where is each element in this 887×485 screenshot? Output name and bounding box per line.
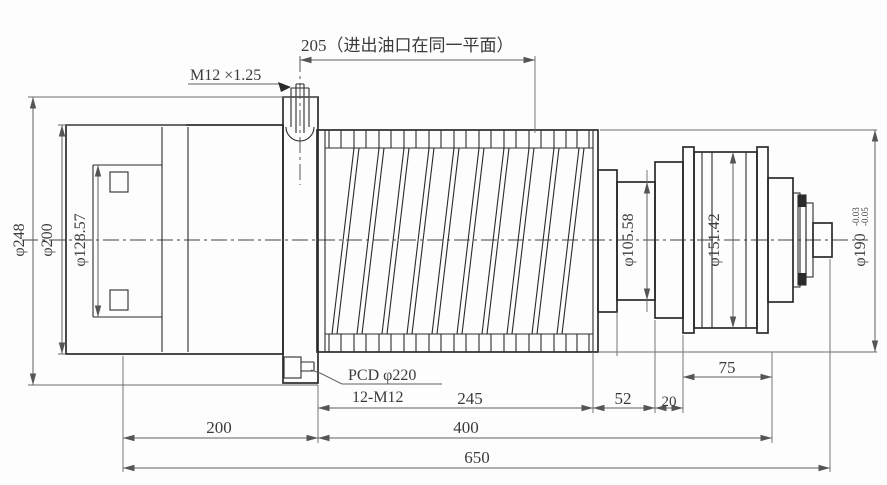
axis-centerline bbox=[22, 56, 868, 241]
oil-port-fitting bbox=[290, 83, 310, 133]
annotations: 205（进出油口在同一平面） M12 ×1.25 φ248 φ200 φ128.… bbox=[11, 36, 870, 467]
dia-190-tol-upper: -0.03 bbox=[851, 207, 861, 226]
dia-190-label: φ190 bbox=[852, 233, 869, 266]
seal-ring-top bbox=[798, 195, 806, 207]
leaders bbox=[188, 82, 442, 385]
dia-151-label: φ151.42 bbox=[706, 213, 723, 266]
shaft-end bbox=[812, 222, 833, 258]
dia-190-label-group: φ190 -0.03 -0.05 bbox=[851, 207, 870, 267]
dia-200-label: φ200 bbox=[39, 223, 56, 256]
dia-248-label: φ248 bbox=[11, 223, 28, 256]
dia-105-label: φ105.58 bbox=[620, 213, 637, 266]
dia-190-tol-lower: -0.05 bbox=[860, 207, 870, 226]
seal-ring-bottom bbox=[798, 273, 806, 285]
helix-lines bbox=[331, 147, 585, 335]
rear-shaft-sections bbox=[597, 146, 833, 334]
thread-leader-arrow bbox=[278, 82, 291, 92]
len-75-label: 75 bbox=[719, 358, 736, 377]
len-200-label: 200 bbox=[206, 418, 232, 437]
len-400-label: 400 bbox=[453, 418, 479, 437]
cooling-jacket bbox=[316, 129, 599, 353]
groove-ribs-bottom bbox=[328, 334, 590, 352]
pcd-callout-label: PCD φ220 bbox=[348, 367, 416, 384]
dia-128-label: φ128.57 bbox=[72, 213, 89, 266]
extension-lines bbox=[28, 56, 877, 472]
thread-callout-label: M12 ×1.25 bbox=[190, 67, 261, 84]
flange-bolt-stud bbox=[283, 356, 315, 379]
groove-ribs-top bbox=[328, 130, 590, 148]
pcd-leader bbox=[310, 369, 343, 385]
dimension-lines bbox=[29, 56, 879, 472]
len-20-label: 20 bbox=[662, 394, 677, 410]
motor-housing-outline bbox=[65, 124, 284, 355]
len-52-label: 52 bbox=[615, 389, 632, 408]
top-note-label: 205（进出油口在同一平面） bbox=[301, 36, 514, 55]
bolt-pattern-label: 12-M12 bbox=[352, 389, 404, 406]
len-650-label: 650 bbox=[464, 448, 490, 467]
len-245-label: 245 bbox=[457, 389, 483, 408]
